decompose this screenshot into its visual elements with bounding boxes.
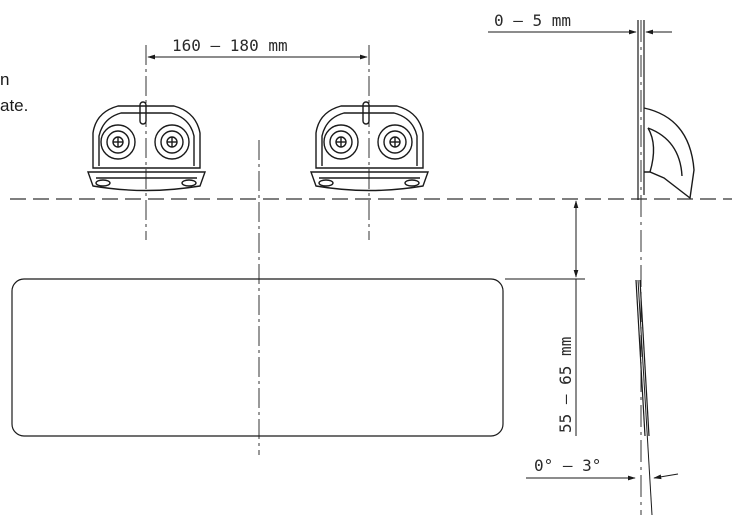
tilt-reference-line: [637, 279, 653, 515]
tilt-arrow-right: [653, 473, 679, 480]
side-plate-outer: [635, 279, 646, 437]
caption-fragment-1: n: [0, 70, 10, 89]
side-plate-inner: [639, 279, 650, 437]
lamp-spacing-label: 160 – 180 mm: [172, 36, 288, 55]
top-offset-label: 0 – 5 mm: [494, 11, 571, 30]
caption-fragment-2: ate.: [0, 96, 29, 115]
tilt-label: 0° – 3°: [534, 456, 601, 475]
vertical-offset-label: 55 – 65 mm: [556, 337, 575, 433]
lamp-right: [310, 101, 429, 192]
lamp-side-view: [643, 107, 695, 200]
lamp-left: [87, 101, 206, 192]
license-plate: [11, 278, 504, 437]
